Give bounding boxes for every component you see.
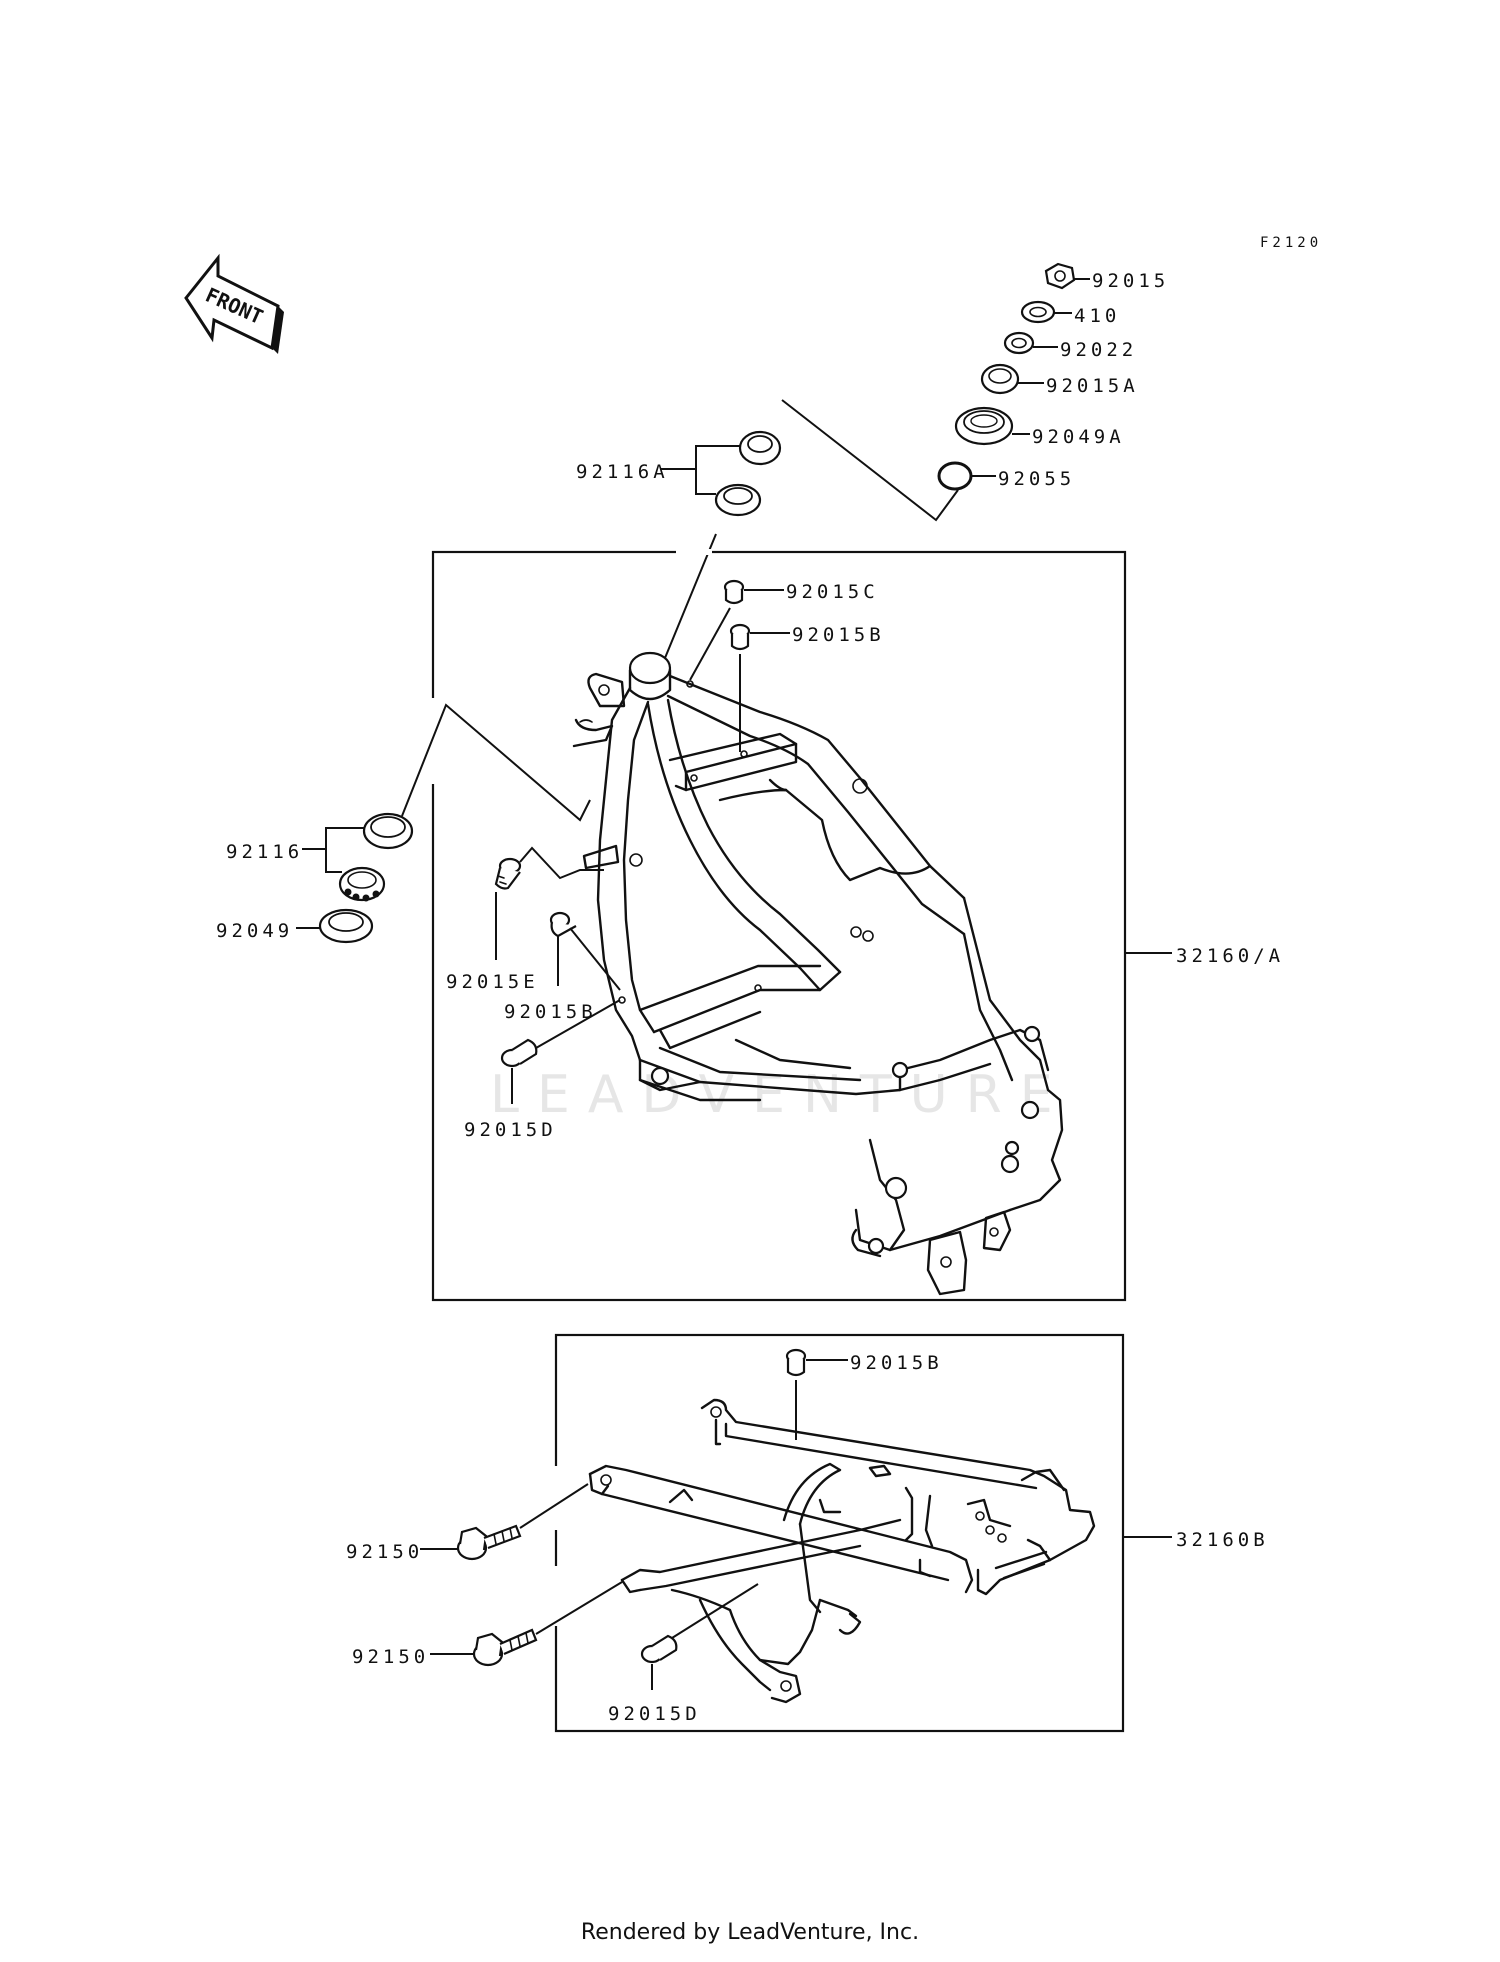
washer-92022-icon [1003, 331, 1035, 355]
seal-92049-icon [318, 908, 374, 944]
label-410: 410 [1074, 305, 1120, 327]
race-92116A-bottom-icon [714, 483, 762, 517]
bolt-92150-lower-icon [472, 1628, 538, 1667]
label-92015C: 92015C [786, 581, 879, 603]
label-92150-lower: 92150 [352, 1646, 429, 1668]
subframe-group-box [554, 1333, 1125, 1733]
front-arrow-icon: FRONT [184, 253, 284, 354]
watermark: LEADVENTURE [490, 1065, 1071, 1125]
bearing-92116-icon [338, 866, 386, 902]
label-32160B: 32160B [1176, 1529, 1269, 1551]
label-92015B-mid: 92015B [504, 1001, 597, 1023]
label-92150-upper: 92150 [346, 1541, 423, 1563]
collar-92015B-low-icon [785, 1348, 807, 1377]
label-92022: 92022 [1060, 339, 1137, 361]
collar-92015B-top-icon [729, 623, 751, 651]
collar-92015B-mid-icon [549, 911, 577, 938]
label-32160A: 32160/A [1176, 945, 1284, 967]
label-92015B-low: 92015B [850, 1352, 943, 1374]
label-92116: 92116 [226, 841, 303, 863]
label-92055: 92055 [998, 468, 1075, 490]
footer-credit: Rendered by LeadVenture, Inc. [580, 1920, 920, 1945]
seal-92049A-icon [954, 406, 1014, 446]
collar-92015E-icon [494, 857, 522, 890]
label-92015D-mid: 92015D [464, 1119, 557, 1141]
nut-92015-icon [1044, 262, 1076, 290]
bolt-92150-upper-icon [456, 1524, 522, 1561]
label-92015E: 92015E [446, 971, 539, 993]
label-92116A: 92116A [576, 461, 669, 483]
collar-92015D-mid-icon [500, 1038, 538, 1068]
diagram-code: F2120 [1260, 235, 1322, 251]
frame-group-box [431, 550, 1127, 1302]
label-92015B-top: 92015B [792, 624, 885, 646]
race-92116-icon [362, 812, 414, 850]
washer-410-icon [1020, 300, 1056, 324]
label-92049A: 92049A [1032, 426, 1125, 448]
collar-92015D-low-icon [640, 1634, 678, 1664]
nut-92015A-icon [980, 363, 1020, 395]
main-frame-drawing [572, 651, 1064, 1296]
o-ring-92055-icon [937, 461, 973, 491]
race-92116A-top-icon [738, 430, 782, 466]
subframe-drawing [588, 1398, 1096, 1704]
label-92049: 92049 [216, 920, 293, 942]
collar-92015C-icon [723, 579, 745, 605]
label-92015D-low: 92015D [608, 1703, 701, 1725]
label-92015A: 92015A [1046, 375, 1139, 397]
label-92015: 92015 [1092, 270, 1169, 292]
